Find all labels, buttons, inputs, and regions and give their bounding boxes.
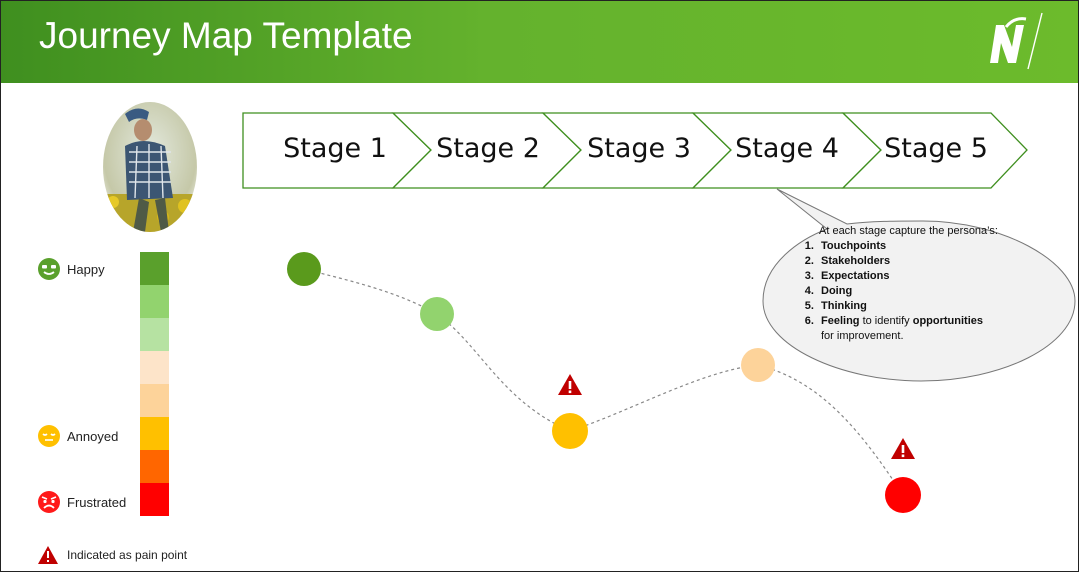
callout-item-2: Stakeholders	[817, 254, 1059, 269]
callout-item-4: Doing	[817, 284, 1059, 299]
journey-point-stage-5	[885, 477, 921, 513]
scale-swatch-7	[140, 450, 169, 483]
legend-frustrated-label: Frustrated	[67, 494, 127, 510]
pain-point-warning-icon	[891, 438, 915, 459]
callout-item-6: Feeling to identify opportunities for imp…	[817, 314, 1059, 344]
scale-swatch-3	[140, 318, 169, 351]
legend-pain-point-label: Indicated as pain point	[67, 548, 188, 562]
callout-text: At each stage capture the persona’s: Tou…	[799, 224, 1059, 344]
scale-swatch-1	[140, 252, 169, 285]
scale-swatch-5	[140, 384, 169, 417]
legend-annoyed-label: Annoyed	[67, 428, 119, 444]
callout-bubble	[762, 188, 1076, 382]
journey-point-stage-2	[420, 297, 454, 331]
callout-item-6-tail: for improvement.	[821, 330, 904, 342]
scale-swatch-4	[140, 351, 169, 384]
journey-point-stage-3	[552, 413, 588, 449]
callout-item-6-bold: Feeling	[821, 315, 860, 327]
stage-3-label: Stage 3	[587, 133, 691, 164]
company-logo-icon	[990, 12, 1043, 70]
callout-item-5: Thinking	[817, 299, 1059, 314]
journey-point-stage-1	[287, 252, 321, 286]
scale-swatch-6	[140, 417, 169, 450]
stage-5-label: Stage 5	[884, 133, 988, 164]
header-bar: Journey Map Template	[1, 1, 1078, 83]
legend-frustrated: Frustrated	[37, 490, 126, 514]
journey-point-stage-4	[741, 348, 775, 382]
callout-list: Touchpoints Stakeholders Expectations Do…	[799, 239, 1059, 344]
warning-triangle-icon	[38, 546, 58, 564]
stage-1-label: Stage 1	[283, 133, 387, 164]
pain-point-warning-icon	[558, 374, 582, 395]
annoyed-face-icon	[38, 425, 60, 447]
callout-item-6-tail-bold: opportunities	[912, 315, 983, 327]
legend-happy: Happy	[37, 257, 105, 281]
page-title: Journey Map Template	[39, 15, 413, 56]
callout-intro: At each stage capture the persona’s:	[819, 225, 998, 237]
callout-item-3: Expectations	[817, 269, 1059, 284]
legend-annoyed: Annoyed	[37, 424, 118, 448]
scale-swatch-2	[140, 285, 169, 318]
stage-chevron-5	[841, 112, 1028, 189]
scale-swatch-8	[140, 483, 169, 516]
legend-pain-point: Indicated as pain point	[37, 545, 187, 565]
stage-2-label: Stage 2	[436, 133, 540, 164]
callout-item-1: Touchpoints	[817, 239, 1059, 254]
emotion-color-scale	[140, 252, 169, 516]
happy-face-icon	[38, 258, 60, 280]
legend-happy-label: Happy	[67, 261, 105, 277]
frustrated-face-icon	[38, 491, 60, 513]
stage-4-label: Stage 4	[735, 133, 839, 164]
callout-item-6-rest: to identify	[859, 315, 913, 327]
